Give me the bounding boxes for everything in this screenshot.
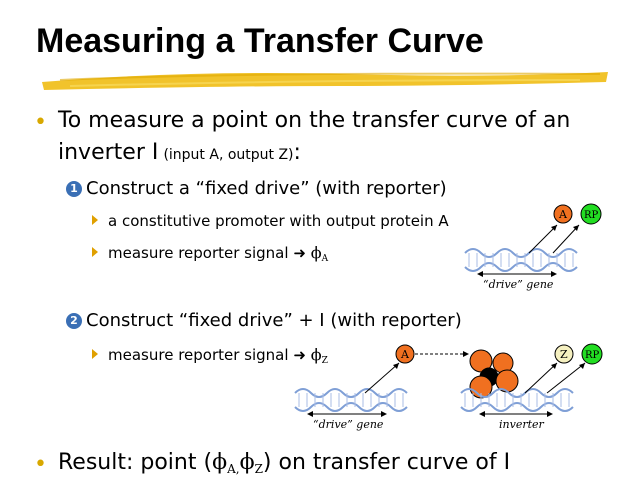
step1-number-badge: 1 xyxy=(66,181,82,197)
inverter-diagram: “drive” gene A inverter Z RP xyxy=(294,343,603,431)
reporter-icon xyxy=(580,203,602,225)
bullet-dot: • xyxy=(34,452,47,477)
right-arrow-icon: ➜ xyxy=(293,244,306,262)
right-arrow-icon: ➜ xyxy=(293,346,306,364)
bullet1-line2: inverter I (input A, output Z): xyxy=(58,140,301,165)
protein-a-icon xyxy=(553,204,573,224)
phi-subscript-z: Z xyxy=(321,356,328,366)
reporter-label: RP xyxy=(584,210,599,221)
triangle-bullet-icon xyxy=(92,247,98,257)
dna-helix-icon xyxy=(294,388,408,412)
title-underline xyxy=(42,72,608,90)
bullet1-inverter-text: inverter I xyxy=(58,140,159,165)
phi-symbol: ϕ xyxy=(310,243,322,262)
step1-label: Construct a “fixed drive” (with reporter… xyxy=(86,178,447,199)
step2-number-badge: 2 xyxy=(66,313,82,329)
triangle-bullet-icon xyxy=(92,215,98,225)
bullet1-io-text: (input A, output Z) xyxy=(163,147,294,163)
repressor-complex-icon xyxy=(469,349,519,399)
result-suffix: ) on transfer curve of I xyxy=(262,450,511,475)
result-prefix: Result: point ( xyxy=(58,450,213,475)
phi-symbol: ϕ xyxy=(310,345,322,364)
inverter-label: inverter xyxy=(499,418,545,431)
bullet1-line1: To measure a point on the transfer curve… xyxy=(58,108,571,133)
reporter-label: RP xyxy=(585,350,600,361)
slide-title: Measuring a Transfer Curve xyxy=(36,22,484,60)
step2-label: Construct “fixed drive” + I (with report… xyxy=(86,310,462,331)
protein-z-icon xyxy=(554,344,574,364)
step2-sub1: measure reporter signal ➜ ϕZ xyxy=(92,345,328,366)
protein-a-label: A xyxy=(558,208,568,221)
bullet-dot: • xyxy=(34,110,47,135)
result-line: Result: point (ϕA,ϕZ) on transfer curve … xyxy=(58,450,510,476)
drive-gene-label: “drive” gene xyxy=(313,418,384,431)
drive-gene-label: “drive” gene xyxy=(483,278,554,291)
bullet1-colon: : xyxy=(293,140,301,165)
triangle-bullet-icon xyxy=(92,349,98,359)
step1-sub1: a constitutive promoter with output prot… xyxy=(92,212,449,230)
step1-sub2-text: measure reporter signal xyxy=(108,244,289,262)
phi-symbol: ϕ xyxy=(239,450,255,475)
step1-sub2: measure reporter signal ➜ ϕA xyxy=(92,243,328,264)
dna-helix-icon xyxy=(460,388,574,412)
phi-symbol: ϕ xyxy=(212,450,228,475)
protein-a-icon xyxy=(395,344,415,364)
reporter-icon xyxy=(581,343,603,365)
result-sub-z: Z xyxy=(254,462,263,476)
phi-subscript-a: A xyxy=(321,254,329,264)
drive-diagram: “drive” gene A RP xyxy=(464,203,602,291)
result-sub-a: A, xyxy=(227,462,240,476)
dna-helix-icon xyxy=(464,248,578,272)
step1-sub1-text: a constitutive promoter with output prot… xyxy=(108,212,449,230)
protein-a-label: A xyxy=(400,348,410,361)
step2-sub1-text: measure reporter signal xyxy=(108,346,289,364)
protein-z-label: Z xyxy=(560,348,568,361)
